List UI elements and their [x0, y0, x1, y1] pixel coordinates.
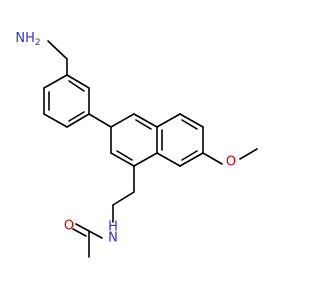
carbonyl-double-bond-2 [72, 228, 87, 237]
naphthalene-ring-a [110, 113, 158, 167]
nh2-label: NH2 [15, 31, 40, 48]
atom-label-nh2: NH2 [15, 31, 40, 48]
methoxy-o-label: O [226, 155, 236, 170]
bond-ring-o [202, 152, 223, 165]
bond-biaryl [88, 113, 112, 128]
molecule-structure-diagram: NH2 O H N O [15, 31, 258, 258]
carbonyl-o-label: O [64, 219, 74, 234]
bond-ch2-nh2 [47, 40, 68, 60]
atom-label-methoxy-o: O [226, 155, 236, 170]
bond-o-ch3 [239, 148, 258, 160]
naphthalene-ring-b [156, 113, 204, 167]
aminomethyl-group [47, 40, 68, 76]
atom-label-carbonyl-o: O [64, 219, 74, 234]
phenyl-ring [43, 74, 90, 128]
atom-label-amide-nh: H N [108, 220, 118, 246]
methoxy-group [202, 148, 258, 165]
ethyl-acetamide-chain [72, 165, 135, 258]
amide-h-label: H [108, 220, 118, 235]
carbonyl-double-bond-1 [75, 223, 90, 232]
amide-n-label: N [108, 231, 118, 246]
